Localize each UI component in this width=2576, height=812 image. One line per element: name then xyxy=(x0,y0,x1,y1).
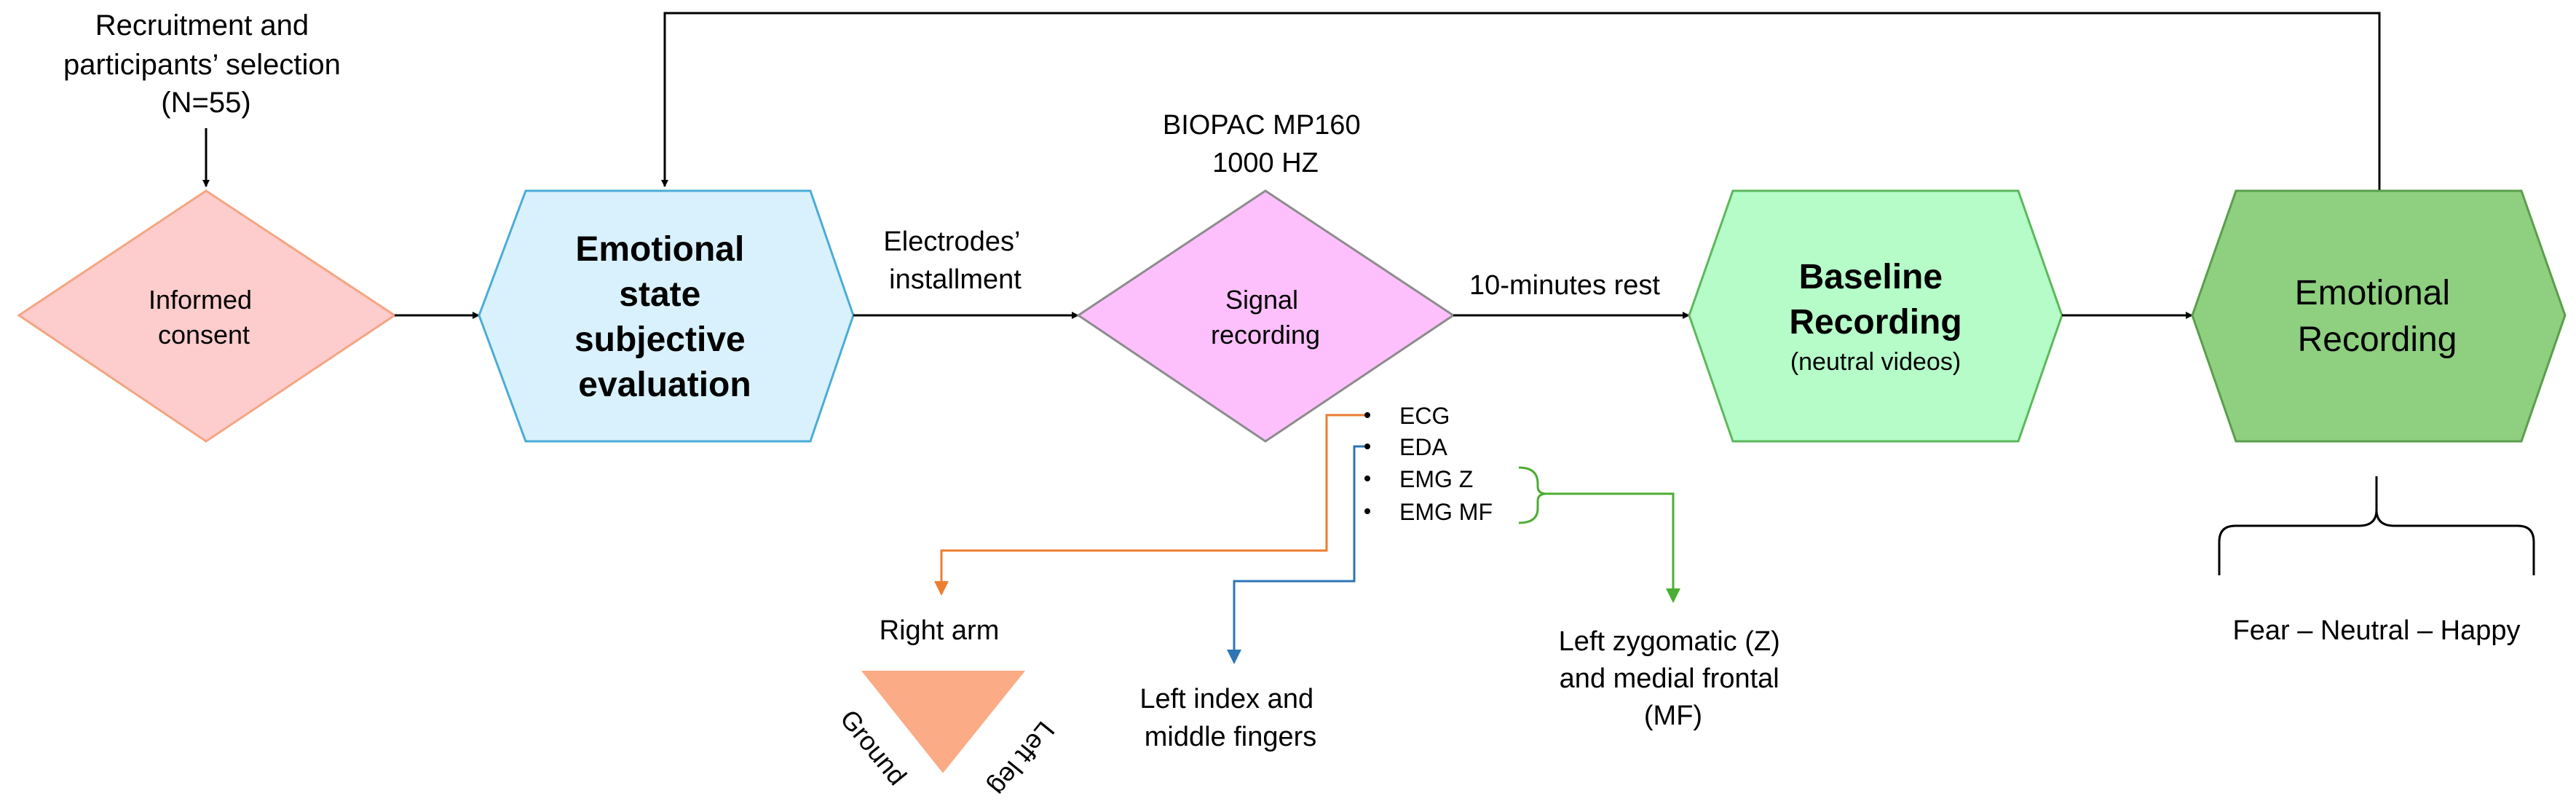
ground-triangle xyxy=(861,671,1026,773)
informed-consent-label: Informed consent xyxy=(149,285,259,350)
signal-list: ECG EDA EMG Z EMG MF xyxy=(1364,403,1493,525)
baseline-recording-subtitle: (neutral videos) xyxy=(1790,348,1961,376)
bullet-icon xyxy=(1364,508,1370,514)
signal-item-ecg: ECG xyxy=(1399,403,1450,429)
subjective-evaluation-label: Emotional state subjective evaluation xyxy=(574,230,755,404)
emotional-recording-label: Emotional Recording xyxy=(2295,274,2460,359)
signal-item-emg-mf: EMG MF xyxy=(1399,499,1493,525)
emg-connector xyxy=(1546,492,1680,603)
baseline-recording-title: Baseline Recording xyxy=(1789,258,1961,342)
signal-recording-label: Signal recording xyxy=(1211,285,1320,350)
recruitment-text: Recruitment and participants’ selection … xyxy=(63,9,349,119)
signal-recording-diamond xyxy=(1076,189,1455,443)
emotional-recording-hexagon xyxy=(2191,189,2567,443)
emg-brace xyxy=(1518,466,1547,524)
conditions-label: Fear – Neutral – Happy xyxy=(2233,615,2521,646)
bullet-icon xyxy=(1364,444,1370,449)
biopac-device-label: BIOPAC MP160 1000 HZ xyxy=(1163,110,1368,178)
signal-item-emg-z: EMG Z xyxy=(1399,466,1473,492)
bullet-icon xyxy=(1364,412,1370,418)
left-fingers-label: Left index and middle fingers xyxy=(1139,684,1321,752)
left-leg-label: Left leg xyxy=(984,716,1061,802)
feedback-loop-arrow xyxy=(661,12,2381,191)
signal-item-eda: EDA xyxy=(1399,434,1447,460)
bullet-icon xyxy=(1364,476,1370,481)
electrodes-installment-label: Electrodes’ installment xyxy=(883,226,1027,295)
eda-connector xyxy=(1227,445,1364,664)
right-arm-label: Right arm xyxy=(880,615,1000,646)
ecg-connector xyxy=(934,414,1364,596)
rest-label: 10-minutes rest xyxy=(1469,270,1660,301)
conditions-brace xyxy=(2218,476,2535,575)
informed-consent-diamond xyxy=(17,189,397,443)
face-muscles-label: Left zygomatic (Z) and medial frontal (M… xyxy=(1559,626,1788,731)
